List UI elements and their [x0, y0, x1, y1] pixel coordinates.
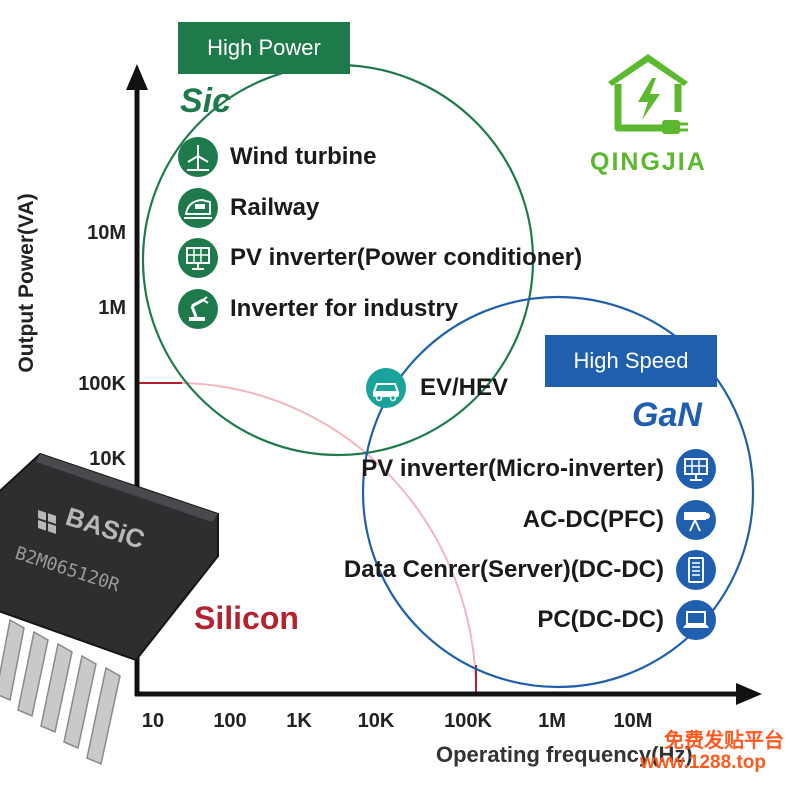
y-tick-10m: 10M [87, 222, 126, 244]
high-power-badge: High Power [178, 22, 350, 74]
gan-item-data-center: Data Cenrer(Server)(DC-DC) [343, 556, 664, 583]
gan-title: GaN [632, 396, 702, 434]
basic-logo-mark [38, 510, 56, 534]
x-tick-10k: 10K [357, 710, 395, 732]
overlap-ev-hev: EV/HEV [420, 374, 509, 401]
high-speed-badge: High Speed [545, 335, 717, 387]
watermark-line2: www.1288.top [640, 752, 766, 773]
chip-illustration: BASiC B2M065120R [0, 452, 219, 766]
x-axis-label: Operating frequency(Hz) [436, 742, 693, 767]
x-tick-10: 10 [141, 710, 165, 732]
robot-arm-icon [178, 289, 218, 329]
watermark-line1: 免费发贴平台 [664, 730, 784, 752]
x-tick-10m: 10M [613, 710, 653, 732]
car-icon [366, 368, 406, 408]
projector-icon [676, 500, 716, 540]
qingjia-logo-text: QINGJIA [590, 148, 707, 176]
y-tick-100k: 100K [78, 373, 126, 395]
qingjia-logo-icon [608, 54, 688, 134]
sic-item-railway: Railway [230, 194, 320, 221]
y-axis-label: Output Power(VA) [15, 193, 38, 373]
solar-panel-icon [676, 449, 716, 489]
wind-turbine-icon [178, 137, 218, 177]
sic-item-inverter-industry: Inverter for industry [230, 295, 459, 322]
server-icon [676, 550, 716, 590]
y-tick-1m: 1M [98, 297, 126, 319]
y-tick-10k: 10K [89, 448, 126, 470]
x-tick-1k: 1K [286, 710, 312, 732]
laptop-icon [676, 600, 716, 640]
train-icon [178, 188, 218, 228]
solar-panel-icon [178, 238, 218, 278]
x-tick-100: 100 [213, 710, 247, 732]
sic-item-pv-inverter: PV inverter(Power conditioner) [230, 244, 583, 271]
sic-item-wind-turbine: Wind turbine [230, 143, 377, 170]
silicon-region-arc [138, 382, 477, 694]
gan-item-ac-dc-pfc: AC-DC(PFC) [522, 506, 664, 533]
x-tick-1m: 1M [538, 710, 566, 732]
chip-leads [0, 618, 121, 766]
gan-circle [361, 295, 755, 689]
x-axis-arrow [736, 683, 762, 705]
gan-item-pc: PC(DC-DC) [537, 606, 664, 633]
x-tick-100k: 100K [444, 710, 492, 732]
sic-title: Sic [180, 82, 232, 120]
y-axis-arrow [126, 64, 148, 90]
silicon-label: Silicon [194, 600, 299, 636]
gan-item-pv-micro-inverter: PV inverter(Micro-inverter) [361, 455, 664, 482]
